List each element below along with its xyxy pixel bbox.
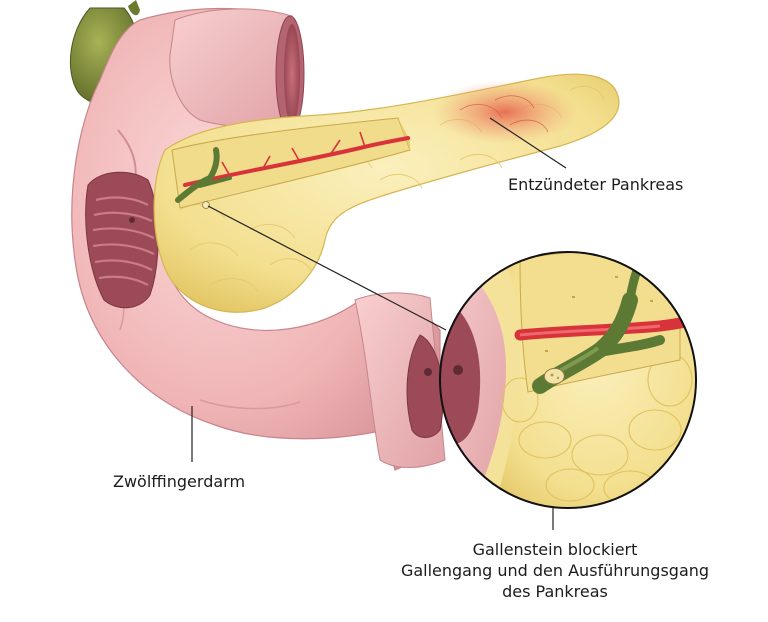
pancreas [153,73,620,313]
duodenum-lower-tube [354,292,446,468]
duodenum [71,7,441,471]
label-gallstone: Gallenstein blockiert Gallengang und den… [360,539,750,602]
label-duodenum: Zwölffingerdarm [113,472,246,491]
leader-line-pancreas [489,117,567,169]
label-gallstone-line-2: Gallengang und den Ausführungsgang [400,561,710,580]
magnified-view [439,251,697,509]
label-gallstone-line-3: des Pankreas [502,582,608,601]
leader-line-magnifier [207,205,447,331]
gallstone [543,367,565,385]
label-inflamed-pancreas: Entzündeter Pankreas [508,175,684,194]
label-gallstone-line-1: Gallenstein blockiert [472,540,638,559]
